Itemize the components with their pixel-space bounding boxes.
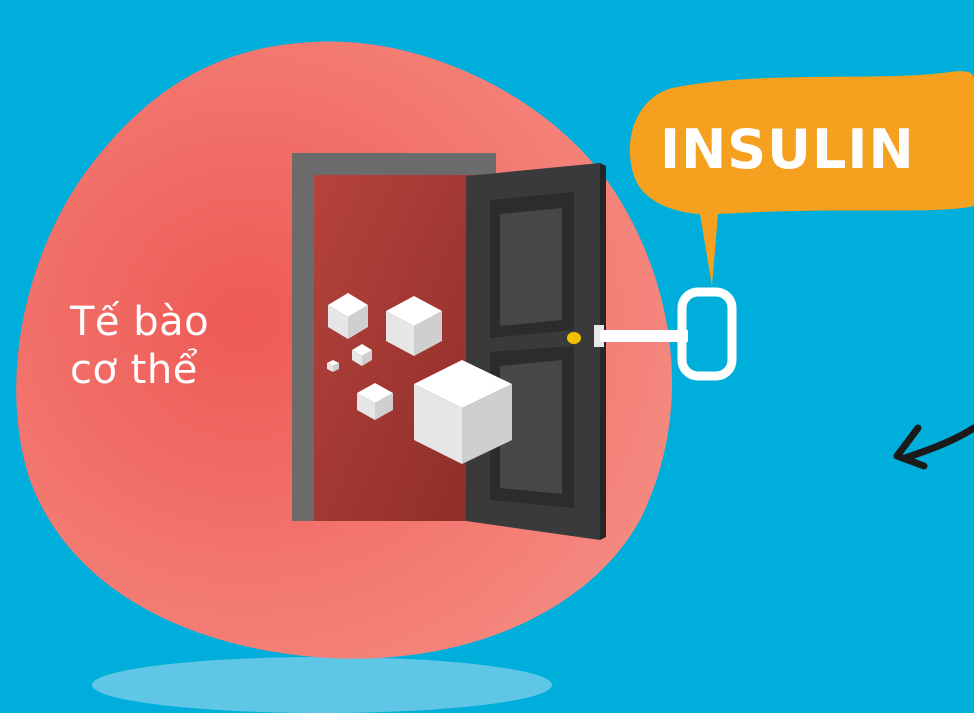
cell-shadow bbox=[92, 657, 552, 713]
insulin-label: INSULIN bbox=[660, 118, 960, 181]
doorway bbox=[314, 175, 474, 521]
cell-label-line2: cơ thể bbox=[70, 346, 209, 394]
doorknob bbox=[567, 332, 581, 344]
cell-label: Tế bào cơ thể bbox=[70, 298, 209, 394]
cell-label-line1: Tế bào bbox=[70, 298, 209, 346]
curved-arrow-icon bbox=[897, 428, 974, 466]
door bbox=[466, 163, 606, 540]
